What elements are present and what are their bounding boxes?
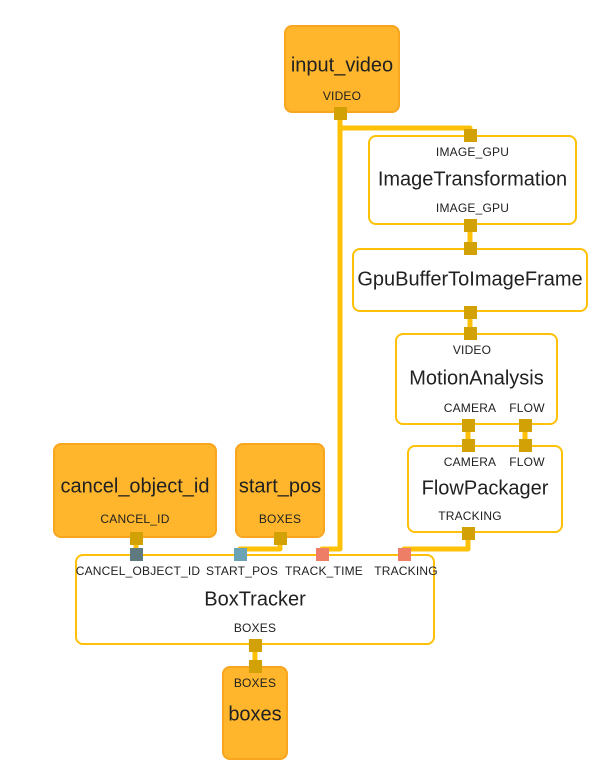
port-box-tracker-tracking-in[interactable] [398, 548, 411, 561]
port-flow-packager-flow-in[interactable] [519, 439, 532, 452]
port-motion-analysis-camera-out[interactable] [462, 419, 475, 432]
node-title: BoxTracker [204, 588, 306, 610]
node-title: start_pos [238, 475, 322, 498]
node-title: boxes [228, 703, 282, 726]
port-label-tracking-in: TRACKING [374, 564, 438, 578]
port-cancel-object-id-cancel-id-out[interactable] [130, 532, 143, 545]
node-cancel-object-id[interactable]: cancel_object_id CANCEL_ID [53, 443, 217, 538]
port-label-boxes-in: BOXES [233, 676, 277, 690]
port-gpu-buffer-in[interactable] [464, 242, 477, 255]
port-flow-packager-camera-in[interactable] [462, 439, 475, 452]
node-title: FlowPackager [421, 477, 549, 500]
port-label-flow-in: FLOW [509, 455, 545, 469]
port-gpu-buffer-out[interactable] [464, 306, 477, 319]
port-motion-analysis-flow-out[interactable] [519, 419, 532, 432]
node-box-tracker[interactable]: CANCEL_OBJECT_ID START_POS TRACK_TIME TR… [75, 554, 438, 645]
port-label-camera-in: CAMERA [443, 455, 497, 469]
port-label-start-pos-in: START_POS [205, 564, 279, 578]
port-input-video-video-out[interactable] [334, 107, 347, 120]
port-box-tracker-cancel-object-id-in[interactable] [130, 548, 143, 561]
node-image-transformation[interactable]: IMAGE_GPU ImageTransformation IMAGE_GPU [368, 135, 577, 225]
node-gpu-buffer-to-image-frame[interactable]: GpuBufferToImageFrame [352, 248, 588, 312]
port-label-boxes-out: BOXES [258, 512, 302, 526]
port-label-video-in: VIDEO [452, 343, 492, 357]
port-label-boxes-out: BOXES [233, 621, 277, 635]
node-flow-packager[interactable]: CAMERA FLOW FlowPackager TRACKING [407, 445, 563, 533]
port-label-camera-out: CAMERA [443, 401, 497, 415]
port-image-transformation-image-gpu-in[interactable] [464, 129, 477, 142]
edge-tracking-to-box-tracker [401, 530, 471, 556]
port-label-image-gpu-in: IMAGE_GPU [435, 145, 510, 159]
port-motion-analysis-video-in[interactable] [464, 327, 477, 340]
port-box-tracker-start-pos-in[interactable] [234, 548, 247, 561]
port-label-video-out: VIDEO [322, 89, 362, 103]
node-boxes[interactable]: BOXES boxes [222, 666, 288, 760]
node-title: ImageTransformation [377, 168, 568, 191]
node-title: MotionAnalysis [409, 367, 544, 390]
node-motion-analysis[interactable]: VIDEO MotionAnalysis CAMERA FLOW [395, 333, 558, 425]
edge-video-to-image-transformation [337, 113, 473, 132]
port-label-cancel-object-id-in: CANCEL_OBJECT_ID [75, 564, 201, 578]
port-label-cancel-id-out: CANCEL_ID [100, 512, 170, 526]
port-label-image-gpu-out: IMAGE_GPU [435, 201, 510, 215]
node-start-pos[interactable]: start_pos BOXES [235, 443, 325, 538]
port-flow-packager-tracking-out[interactable] [462, 527, 475, 540]
port-box-tracker-boxes-out[interactable] [249, 639, 262, 652]
node-input-video[interactable]: input_video VIDEO [284, 25, 400, 113]
node-title: input_video [290, 54, 394, 77]
port-start-pos-boxes-out[interactable] [274, 532, 287, 545]
node-title: cancel_object_id [60, 475, 210, 498]
port-box-tracker-track-time-in[interactable] [316, 548, 329, 561]
port-boxes-boxes-in[interactable] [249, 660, 262, 673]
node-title: GpuBufferToImageFrame [357, 268, 583, 291]
port-label-flow-out: FLOW [509, 401, 545, 415]
port-image-transformation-image-gpu-out[interactable] [464, 219, 477, 232]
port-label-tracking-out: TRACKING [438, 509, 502, 523]
port-label-track-time-in: TRACK_TIME [284, 564, 364, 578]
